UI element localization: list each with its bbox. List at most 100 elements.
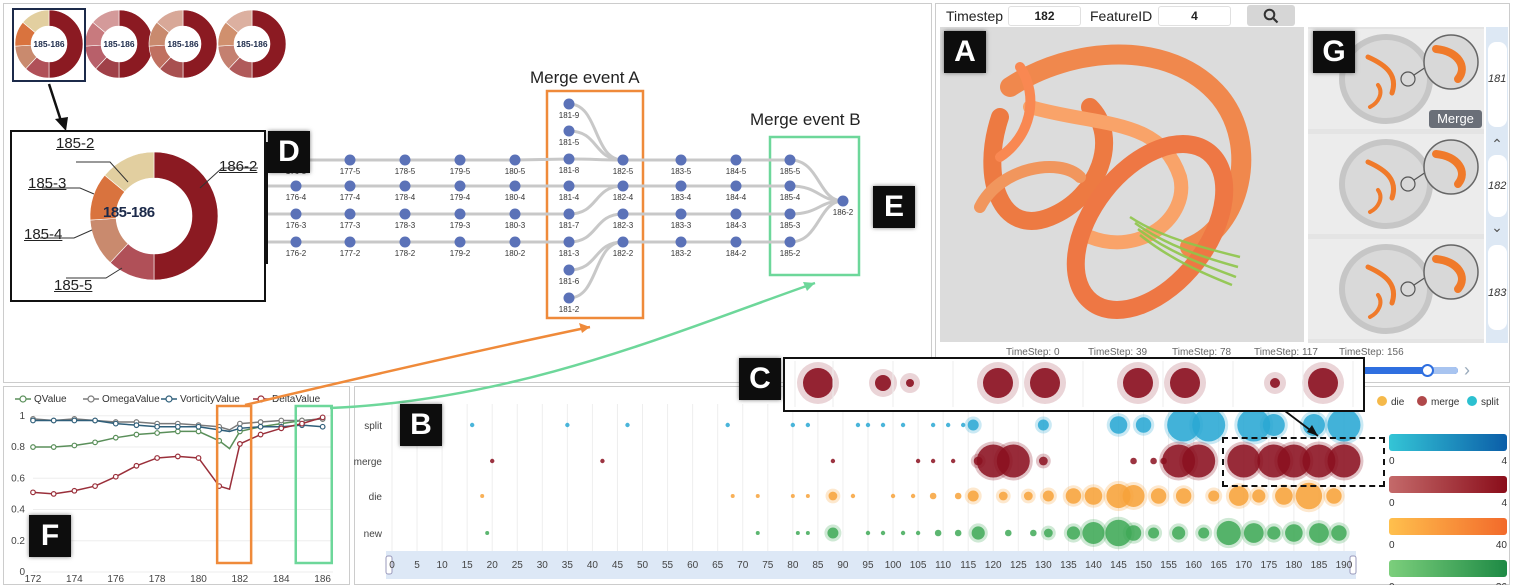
event-bubble-new[interactable] xyxy=(1125,525,1142,541)
event-bubble-merge[interactable] xyxy=(1182,444,1216,478)
event-bubble-merge[interactable] xyxy=(1327,444,1361,478)
event-bubble-split[interactable] xyxy=(725,422,730,428)
event-bubble-merge[interactable] xyxy=(950,458,956,464)
event-brush-handle-right[interactable] xyxy=(1349,555,1357,575)
event-bubble-new[interactable] xyxy=(934,529,942,537)
event-bubble-new[interactable] xyxy=(1243,523,1264,543)
graph-node[interactable] xyxy=(509,208,521,220)
event-bubble-die[interactable] xyxy=(1023,491,1033,501)
event-bubble-split[interactable] xyxy=(1135,417,1152,433)
event-bubble-die[interactable] xyxy=(790,494,795,498)
event-bubble-merge[interactable] xyxy=(1150,457,1157,465)
event-bubble-die[interactable] xyxy=(1065,488,1082,504)
event-bubble-new[interactable] xyxy=(795,531,800,535)
event-bubble-die[interactable] xyxy=(929,492,937,500)
event-bubble-die[interactable] xyxy=(1208,490,1220,502)
graph-node[interactable] xyxy=(399,154,411,166)
event-bubble-split[interactable] xyxy=(469,422,475,428)
event-bubble-die[interactable] xyxy=(1228,486,1249,506)
volume-view[interactable] xyxy=(940,27,1304,342)
event-bubble-new[interactable] xyxy=(1309,523,1329,543)
event-bubble-die[interactable] xyxy=(1252,489,1266,503)
event-bubble-die[interactable] xyxy=(850,493,856,499)
search-button[interactable] xyxy=(1247,5,1295,26)
event-bubble-die[interactable] xyxy=(1150,488,1167,504)
graph-node[interactable] xyxy=(344,208,356,220)
event-bubble-split[interactable] xyxy=(1037,419,1049,431)
event-bubble-split[interactable] xyxy=(1167,408,1201,442)
graph-node[interactable] xyxy=(399,180,411,192)
event-bubble-new[interactable] xyxy=(971,526,985,540)
graph-node[interactable] xyxy=(290,208,302,220)
event-bubble-merge[interactable] xyxy=(1277,444,1311,478)
event-bubble-merge[interactable] xyxy=(915,458,921,464)
event-bubble-merge[interactable] xyxy=(996,444,1030,478)
event-bubble-merge[interactable] xyxy=(930,458,936,464)
event-bubble-merge[interactable] xyxy=(1227,444,1261,478)
event-bubble-merge[interactable] xyxy=(600,458,605,464)
graph-node[interactable] xyxy=(563,208,575,220)
event-bubble-die[interactable] xyxy=(998,491,1008,501)
event-bubble-die[interactable] xyxy=(755,494,760,498)
event-bubble-die[interactable] xyxy=(910,493,916,499)
event-bubble-split[interactable] xyxy=(1109,416,1128,434)
event-bubble-die[interactable] xyxy=(828,491,838,501)
graph-node[interactable] xyxy=(784,180,796,192)
graph-node[interactable] xyxy=(675,154,687,166)
graph-node[interactable] xyxy=(563,125,575,137)
event-bubble-split[interactable] xyxy=(805,422,811,428)
graph-node[interactable] xyxy=(730,154,742,166)
event-bubble-die[interactable] xyxy=(480,494,485,498)
event-bubble-die[interactable] xyxy=(890,493,896,499)
event-bubble-new[interactable] xyxy=(954,529,962,537)
event-bubble-new[interactable] xyxy=(755,531,760,535)
event-bubble-die[interactable] xyxy=(1326,488,1342,504)
graph-node[interactable] xyxy=(784,154,796,166)
graph-node[interactable] xyxy=(509,154,521,166)
graph-node[interactable] xyxy=(290,180,302,192)
event-bubble-new[interactable] xyxy=(1105,519,1132,547)
graph-node[interactable] xyxy=(563,264,575,276)
event-brush-handle-left[interactable] xyxy=(385,555,393,575)
event-bubble-die[interactable] xyxy=(1175,488,1192,504)
event-bubble-new[interactable] xyxy=(1148,527,1160,539)
graph-node[interactable] xyxy=(617,208,629,220)
event-bubble-merge[interactable] xyxy=(1038,456,1048,466)
graph-node[interactable] xyxy=(509,180,521,192)
event-bubble-split[interactable] xyxy=(1262,414,1285,436)
graph-node[interactable] xyxy=(563,236,575,248)
event-bubble-die[interactable] xyxy=(967,490,979,502)
timestep-slider-handle[interactable] xyxy=(1421,364,1434,377)
timestep-slider-track[interactable] xyxy=(1340,367,1458,374)
frame-181-card[interactable] xyxy=(1488,42,1507,127)
event-bubble-new[interactable] xyxy=(1004,529,1012,537)
event-bubble-new[interactable] xyxy=(805,531,810,535)
event-bubble-merge[interactable] xyxy=(1130,457,1137,465)
event-bubble-merge[interactable] xyxy=(1302,444,1336,478)
event-bubble-die[interactable] xyxy=(1122,485,1145,507)
event-bubble-new[interactable] xyxy=(1082,522,1105,544)
event-bubble-split[interactable] xyxy=(1192,408,1226,442)
event-bubble-new[interactable] xyxy=(865,530,871,536)
event-bubble-merge[interactable] xyxy=(830,458,836,464)
event-bubble-new[interactable] xyxy=(1172,526,1186,540)
graph-node[interactable] xyxy=(454,154,466,166)
graph-node[interactable] xyxy=(730,180,742,192)
event-bubble-split[interactable] xyxy=(565,422,570,428)
graph-node[interactable] xyxy=(784,208,796,220)
event-bubble-new[interactable] xyxy=(1030,529,1037,537)
event-bubble-split[interactable] xyxy=(900,422,906,428)
graph-node[interactable] xyxy=(399,208,411,220)
graph-node[interactable] xyxy=(837,195,849,207)
event-bubble-split[interactable] xyxy=(1327,408,1361,442)
event-bubble-new[interactable] xyxy=(1066,526,1081,540)
event-bubble-new[interactable] xyxy=(900,530,906,536)
event-bubble-new[interactable] xyxy=(1216,520,1241,546)
event-bubble-new[interactable] xyxy=(1285,524,1303,542)
slider-next-icon[interactable]: › xyxy=(1464,360,1470,380)
event-bubble-die[interactable] xyxy=(1295,482,1323,510)
event-bubble-split[interactable] xyxy=(790,422,796,428)
event-bubble-split[interactable] xyxy=(930,422,936,428)
graph-node[interactable] xyxy=(454,236,466,248)
event-bubble-split[interactable] xyxy=(855,422,861,428)
